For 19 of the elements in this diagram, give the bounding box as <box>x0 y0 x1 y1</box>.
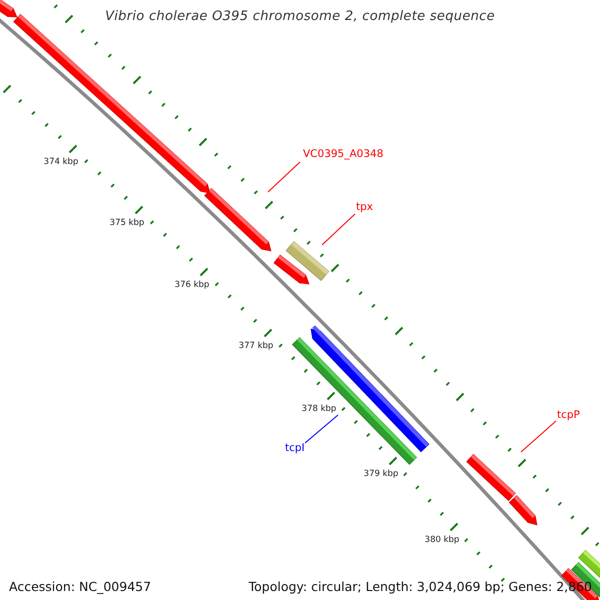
scale-label: 380 kbp <box>424 535 460 545</box>
leader-line <box>520 420 556 452</box>
scale-label: 377 kbp <box>238 341 274 351</box>
leader-line <box>322 214 356 246</box>
diagram-title: Vibrio cholerae O395 chromosome 2, complete sequence <box>104 9 496 24</box>
scale-label: 376 kbp <box>174 280 210 290</box>
gene-label: tpx <box>356 201 373 213</box>
gene-label: tcpP <box>557 409 580 421</box>
gene-bar <box>286 241 329 281</box>
gene-label: VC0395_A0348 <box>303 148 384 160</box>
scale-label: 374 kbp <box>44 157 78 167</box>
gene-bar <box>466 454 516 501</box>
scale-label: 375 kbp <box>110 218 144 228</box>
gene-arrow <box>204 188 271 251</box>
scale-label: 379 kbp <box>364 469 398 479</box>
gene-label: tcpI <box>285 442 305 454</box>
info-text: Topology: circular; Length: 3,024,069 bp; Genes: 2,860 <box>248 579 592 594</box>
info-text: Accession: NC_009457 <box>9 579 152 594</box>
leader-line <box>268 162 300 192</box>
